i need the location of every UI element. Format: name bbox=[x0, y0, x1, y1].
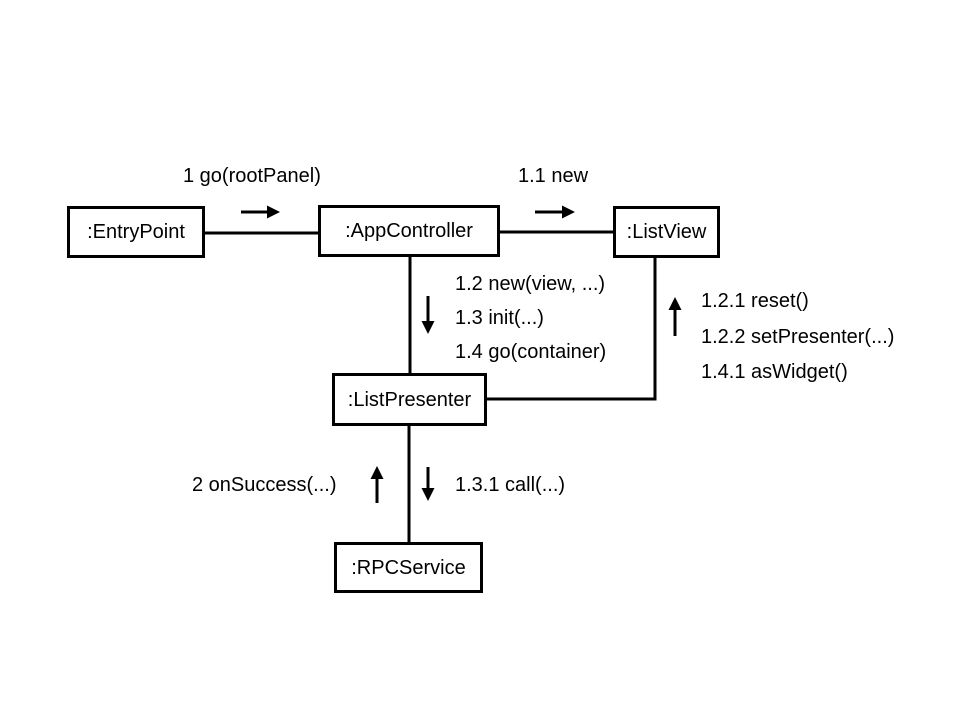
message-label-1-4-1-aswidget: 1.4.1 asWidget() bbox=[701, 361, 848, 383]
node-listview: :ListView bbox=[613, 206, 720, 258]
arrow-right-icon-m1-1 bbox=[535, 205, 575, 219]
message-label-1-3-init: 1.3 init(...) bbox=[455, 307, 544, 329]
message-label-2-onsuccess: 2 onSuccess(...) bbox=[192, 474, 337, 496]
message-label-1-2-new-view: 1.2 new(view, ...) bbox=[455, 273, 606, 295]
node-entrypoint-label: :EntryPoint bbox=[87, 221, 185, 243]
message-label-1-3-1-call: 1.3.1 call(...) bbox=[455, 474, 566, 496]
connector-listview-listpresenter bbox=[487, 258, 657, 401]
node-listview-label: :ListView bbox=[626, 221, 707, 243]
message-label-1-4-go-container: 1.4 go(container) bbox=[455, 341, 607, 363]
message-label-1-2-1-reset: 1.2.1 reset() bbox=[701, 290, 809, 312]
node-entrypoint: :EntryPoint bbox=[67, 206, 205, 258]
arrow-right-icon-m1 bbox=[241, 205, 280, 219]
node-listpresenter-label: :ListPresenter bbox=[347, 388, 472, 411]
arrow-down-icon-m1-2 bbox=[421, 296, 435, 334]
message-label-1-2-2-setpresenter: 1.2.2 setPresenter(...) bbox=[701, 326, 895, 348]
message-label-1-go-rootpanel: 1 go(rootPanel) bbox=[183, 165, 321, 187]
arrow-down-icon-m1-3-1 bbox=[421, 467, 435, 501]
node-appcontroller: :AppController bbox=[318, 205, 500, 257]
node-rpcservice: :RPCService bbox=[334, 542, 483, 593]
node-rpcservice-label: :RPCService bbox=[351, 556, 466, 579]
node-appcontroller-label: :AppController bbox=[345, 220, 473, 242]
arrow-up-icon-m2 bbox=[370, 466, 384, 503]
arrow-up-icon-m1-2-1 bbox=[668, 297, 682, 336]
message-label-1-1-new: 1.1 new bbox=[518, 165, 589, 187]
node-listpresenter: :ListPresenter bbox=[332, 373, 487, 426]
